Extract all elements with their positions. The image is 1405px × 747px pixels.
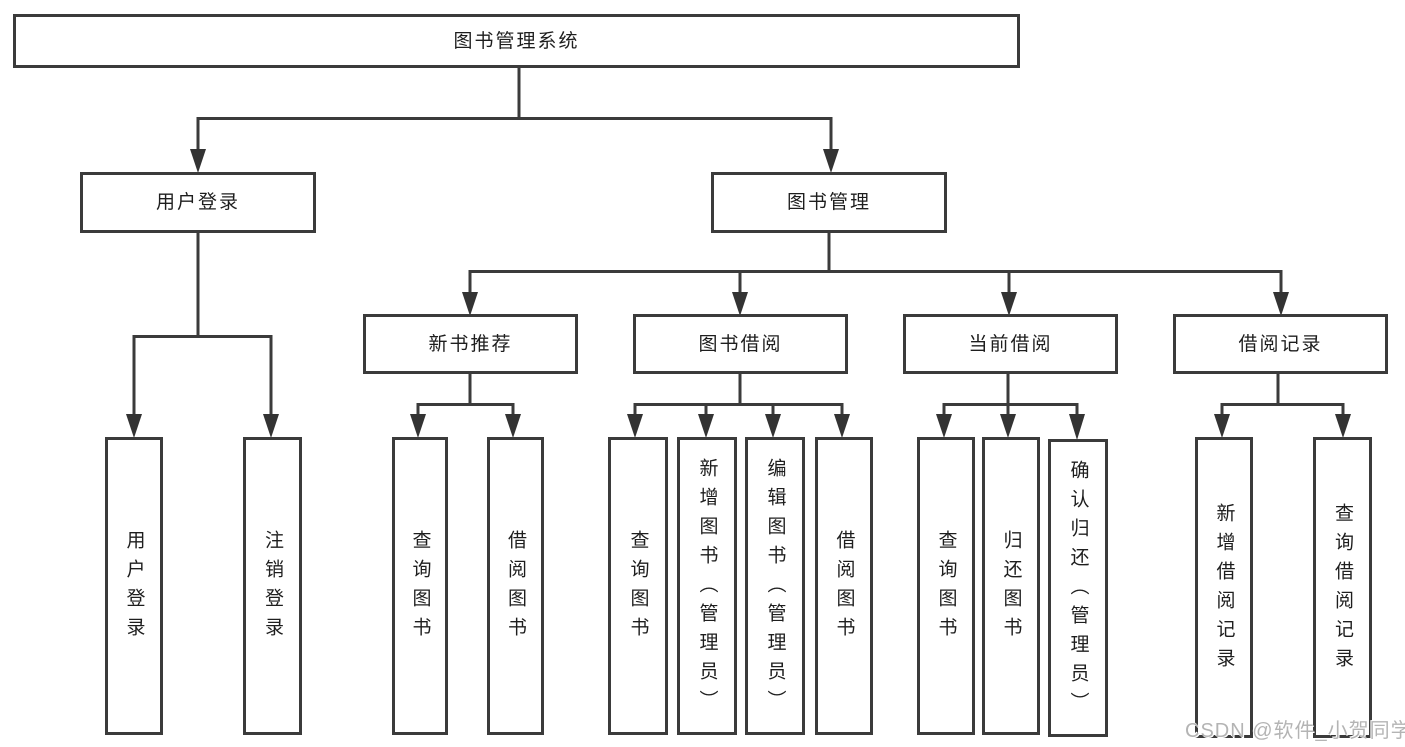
node-borrowing-records: 借阅记录 — [1173, 314, 1388, 374]
arrowhead-icon — [765, 414, 781, 438]
node-user-login: 用户登录 — [80, 172, 316, 233]
connector-borrowrecords-branch — [1220, 403, 1345, 416]
arrowhead-icon — [627, 414, 643, 438]
arrowhead-icon — [505, 414, 521, 438]
arrowhead-icon — [462, 292, 478, 316]
node-root-system: 图书管理系统 — [13, 14, 1020, 68]
arrowhead-icon — [698, 414, 714, 438]
connector-currentborrow-branch — [942, 403, 1079, 416]
leaf-borrow-books: 借阅图书 — [815, 437, 873, 735]
leaf-user-login: 用户登录 — [105, 437, 163, 735]
leaf-query-books: 查询图书 — [392, 437, 448, 735]
node-new-book-recommend: 新书推荐 — [363, 314, 578, 374]
leaf-add-books-admin: 新增图书（管理员） — [677, 437, 737, 735]
leaf-query-books: 查询图书 — [917, 437, 975, 735]
connector-root-branch — [196, 117, 833, 152]
node-book-borrowing: 图书借阅 — [633, 314, 848, 374]
leaf-query-borrow-record: 查询借阅记录 — [1313, 437, 1372, 738]
arrowhead-icon — [1001, 292, 1017, 316]
connector-userlogin-branch — [132, 335, 273, 416]
arrowhead-icon — [732, 292, 748, 316]
arrowhead-icon — [1069, 414, 1085, 440]
csdn-watermark: CSDN @软件_小贺同学 — [1185, 720, 1405, 742]
arrowhead-icon — [823, 149, 839, 173]
arrowhead-icon — [263, 414, 279, 438]
node-current-borrowing: 当前借阅 — [903, 314, 1118, 374]
arrowhead-icon — [190, 149, 206, 173]
leaf-confirm-return-admin: 确认归还（管理员） — [1048, 439, 1108, 737]
leaf-edit-books-admin: 编辑图书（管理员） — [745, 437, 805, 735]
arrowhead-icon — [1335, 414, 1351, 438]
leaf-logout: 注销登录 — [243, 437, 302, 735]
arrowhead-icon — [834, 414, 850, 438]
node-book-management: 图书管理 — [711, 172, 947, 233]
arrowhead-icon — [936, 414, 952, 438]
arrowhead-icon — [1214, 414, 1230, 438]
leaf-return-books: 归还图书 — [982, 437, 1040, 735]
leaf-query-books: 查询图书 — [608, 437, 668, 735]
connector-newbookrec-branch — [416, 403, 515, 416]
connector-bookmgmt-branch — [468, 270, 1283, 294]
arrowhead-icon — [126, 414, 142, 438]
leaf-add-borrow-record: 新增借阅记录 — [1195, 437, 1253, 738]
connector-bookborrow-branch — [633, 403, 844, 416]
leaf-borrow-books: 借阅图书 — [487, 437, 544, 735]
arrowhead-icon — [1000, 414, 1016, 438]
arrowhead-icon — [1273, 292, 1289, 316]
arrowhead-icon — [410, 414, 426, 438]
